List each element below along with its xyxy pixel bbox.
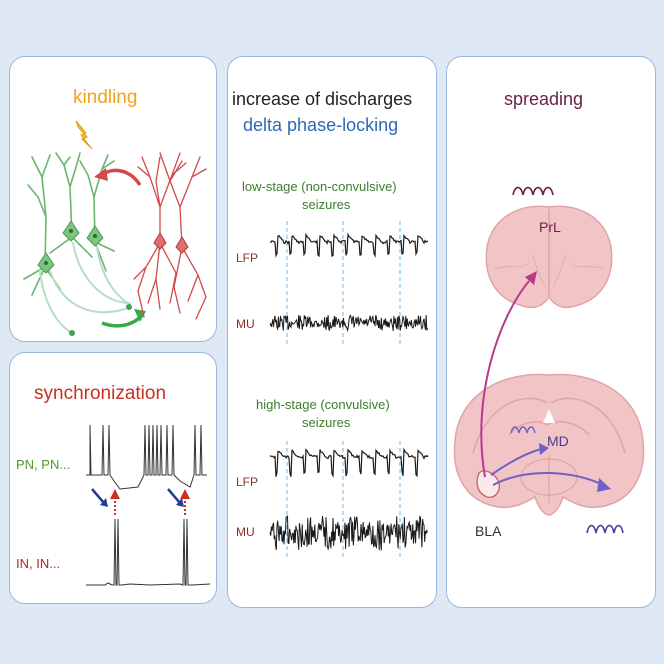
spreading-panel: spreading PrL MD BLA: [446, 56, 656, 608]
green-arrow-icon: [101, 313, 144, 328]
discharge-traces: [269, 221, 429, 557]
high-mu-label: MU: [236, 525, 255, 539]
green-neuron-group: [23, 152, 131, 334]
pn-trace: [86, 424, 207, 490]
phase-lines-high: [286, 441, 401, 557]
spreading-title: spreading: [504, 89, 584, 109]
high-stage-title: high-stage (convulsive): [256, 397, 390, 412]
high-stage-subtitle: seizures: [302, 415, 351, 430]
low-mu-label: MU: [236, 317, 255, 331]
prl-label: PrL: [539, 219, 561, 235]
red-arrow-icon: [100, 168, 142, 187]
discharges-panel: increase of discharges delta phase-locki…: [227, 56, 437, 608]
kindling-illustration: [23, 120, 207, 336]
low-mu-trace: [269, 314, 428, 333]
bla-label: BLA: [475, 523, 502, 539]
brain-illustration: [453, 186, 645, 534]
lightning-icon: [75, 120, 93, 150]
arrow-bla-to-lateral-icon: [492, 471, 604, 486]
synchronization-title: synchronization: [34, 383, 167, 404]
in-trace: [86, 518, 211, 586]
low-lfp-trace: [269, 232, 429, 258]
low-stage-subtitle: seizures: [302, 197, 351, 212]
arrow-bla-to-prl-icon: [480, 280, 530, 478]
oscillation-icon-bottom: [586, 524, 624, 534]
high-lfp-trace: [269, 447, 429, 478]
oscillation-icon-md: [510, 426, 536, 434]
kindling-title: kindling: [73, 87, 138, 108]
kindling-panel: kindling: [9, 56, 217, 342]
phase-lines-low: [286, 221, 401, 347]
bla-region: [476, 470, 501, 498]
blue-arrow-icon-2: [167, 488, 181, 504]
in-label: IN, IN...: [16, 556, 61, 571]
red-neuron-group: [133, 152, 207, 320]
high-mu-trace: [269, 515, 428, 551]
discharges-title: increase of discharges: [232, 89, 413, 109]
arrow-bla-to-md-icon: [490, 448, 542, 476]
oscillation-icon-top: [512, 186, 554, 196]
low-stage-title: low-stage (non-convulsive): [242, 179, 397, 194]
synchronization-panel: synchronization PN, PN... IN, IN...: [9, 352, 217, 604]
low-lfp-label: LFP: [236, 251, 259, 265]
synchronization-traces: [86, 424, 211, 586]
delta-title: delta phase-locking: [243, 115, 399, 135]
md-label: MD: [547, 433, 569, 449]
pn-label: PN, PN...: [16, 457, 71, 472]
high-lfp-label: LFP: [236, 475, 259, 489]
blue-arrow-icon-1: [91, 488, 105, 504]
